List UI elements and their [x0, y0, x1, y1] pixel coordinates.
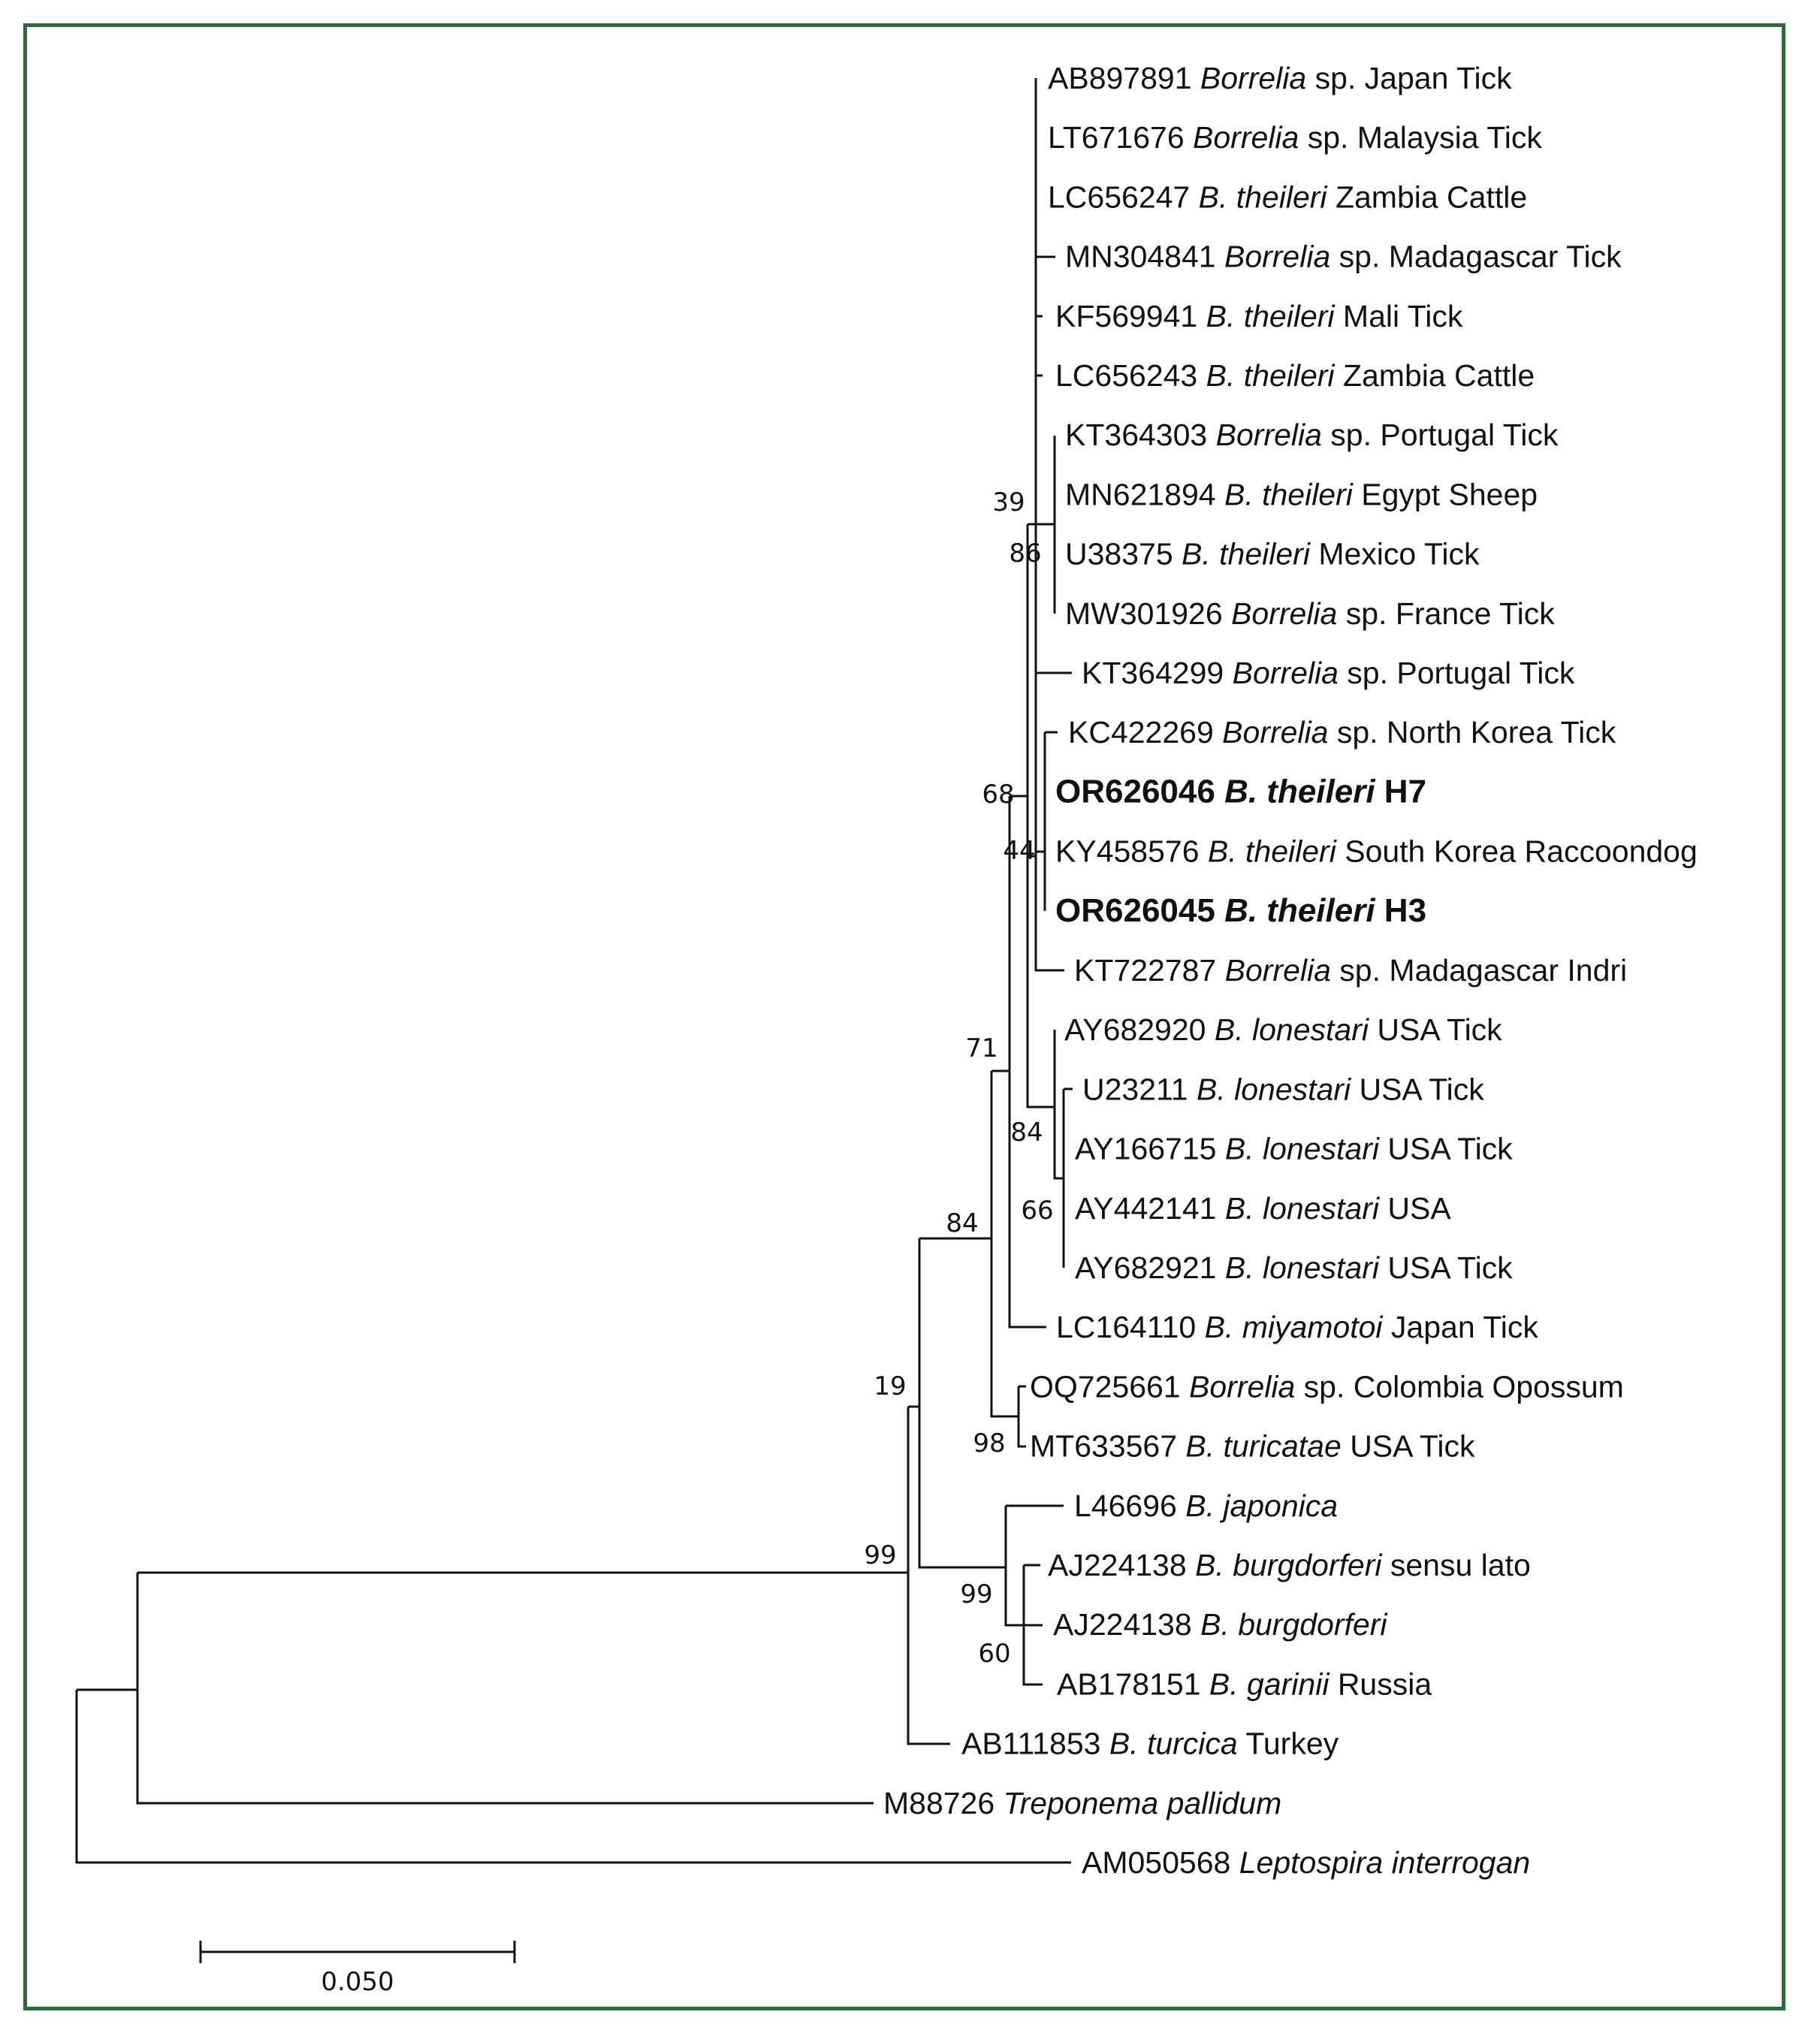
bootstrap-value: 99	[864, 1540, 896, 1570]
scale-bar-label: 0.050	[321, 1967, 394, 1997]
bootstrap-value: 84	[946, 1208, 978, 1238]
bootstrap-value: 71	[965, 1033, 998, 1063]
bootstrap-values: 39 86 68 44 71 84 66 84 19 98 99 99 60	[864, 487, 1053, 1669]
taxon-label: MN304841 Borrelia sp. Madagascar Tick	[1065, 240, 1622, 274]
taxon-label: OR626046 B. theileri H7	[1055, 773, 1426, 810]
bootstrap-value: 68	[982, 780, 1014, 810]
taxon-label: AY166715 B. lonestari USA Tick	[1075, 1132, 1513, 1166]
taxon-label: KT722787 Borrelia sp. Madagascar Indri	[1074, 953, 1627, 988]
tree-branches	[75, 78, 1073, 1963]
bootstrap-value: 39	[992, 487, 1025, 517]
taxon-label: U23211 B. lonestari USA Tick	[1082, 1072, 1484, 1106]
taxon-label: MN621894 B. theileri Egypt Sheep	[1065, 477, 1538, 511]
taxon-label: LT671676 Borrelia sp. Malaysia Tick	[1048, 120, 1542, 155]
bootstrap-value: 99	[960, 1579, 992, 1609]
taxon-label: KF569941 B. theileri Mali Tick	[1055, 299, 1463, 333]
bootstrap-value: 44	[1003, 836, 1035, 866]
taxon-label: AJ224138 B. burgdorferi sensu lato	[1048, 1548, 1531, 1582]
taxon-label: AY682921 B. lonestari USA Tick	[1075, 1250, 1513, 1285]
taxon-label: OQ725661 Borrelia sp. Colombia Opossum	[1030, 1369, 1624, 1404]
taxon-label: AY442141 B. lonestari USA	[1075, 1191, 1451, 1226]
bootstrap-value: 19	[874, 1371, 906, 1401]
scale-bar	[199, 1941, 516, 1963]
taxon-label: LC164110 B. miyamotoi Japan Tick	[1056, 1310, 1538, 1344]
taxon-label: AB111853 B. turcica Turkey	[961, 1727, 1339, 1761]
taxon-labels: AB897891 Borrelia sp. Japan TickLT671676…	[883, 61, 1698, 1880]
bootstrap-value: 98	[973, 1428, 1005, 1458]
taxon-label: KT364299 Borrelia sp. Portugal Tick	[1082, 656, 1575, 690]
taxon-label: AB178151 B. garinii Russia	[1057, 1666, 1432, 1701]
taxon-label: AJ224138 B. burgdorferi	[1053, 1607, 1388, 1642]
taxon-label: KT364303 Borrelia sp. Portugal Tick	[1065, 418, 1559, 452]
taxon-label: KY458576 B. theileri South Korea Raccoon…	[1055, 834, 1698, 869]
taxon-label: L46696 B. japonica	[1074, 1489, 1338, 1523]
taxon-label: AB897891 Borrelia sp. Japan Tick	[1048, 61, 1512, 95]
taxon-label: M88726 Treponema pallidum	[883, 1786, 1281, 1820]
bootstrap-value: 86	[1009, 538, 1041, 569]
bootstrap-value: 84	[1010, 1118, 1043, 1148]
figure-frame	[23, 23, 1785, 2010]
taxon-label: AY682920 B. lonestari USA Tick	[1064, 1012, 1502, 1047]
taxon-label: LC656243 B. theileri Zambia Cattle	[1055, 358, 1535, 393]
taxon-label: MW301926 Borrelia sp. France Tick	[1065, 596, 1555, 631]
taxon-label: U38375 B. theileri Mexico Tick	[1065, 537, 1480, 572]
bootstrap-value: 60	[978, 1639, 1010, 1669]
bootstrap-value: 66	[1021, 1196, 1053, 1226]
taxon-label: MT633567 B. turicatae USA Tick	[1030, 1429, 1475, 1464]
taxon-label: AM050568 Leptospira interrogan	[1082, 1845, 1530, 1880]
taxon-label: LC656247 B. theileri Zambia Cattle	[1048, 179, 1527, 214]
taxon-label: KC422269 Borrelia sp. North Korea Tick	[1068, 715, 1616, 750]
taxon-label: OR626045 B. theileri H3	[1055, 892, 1426, 929]
